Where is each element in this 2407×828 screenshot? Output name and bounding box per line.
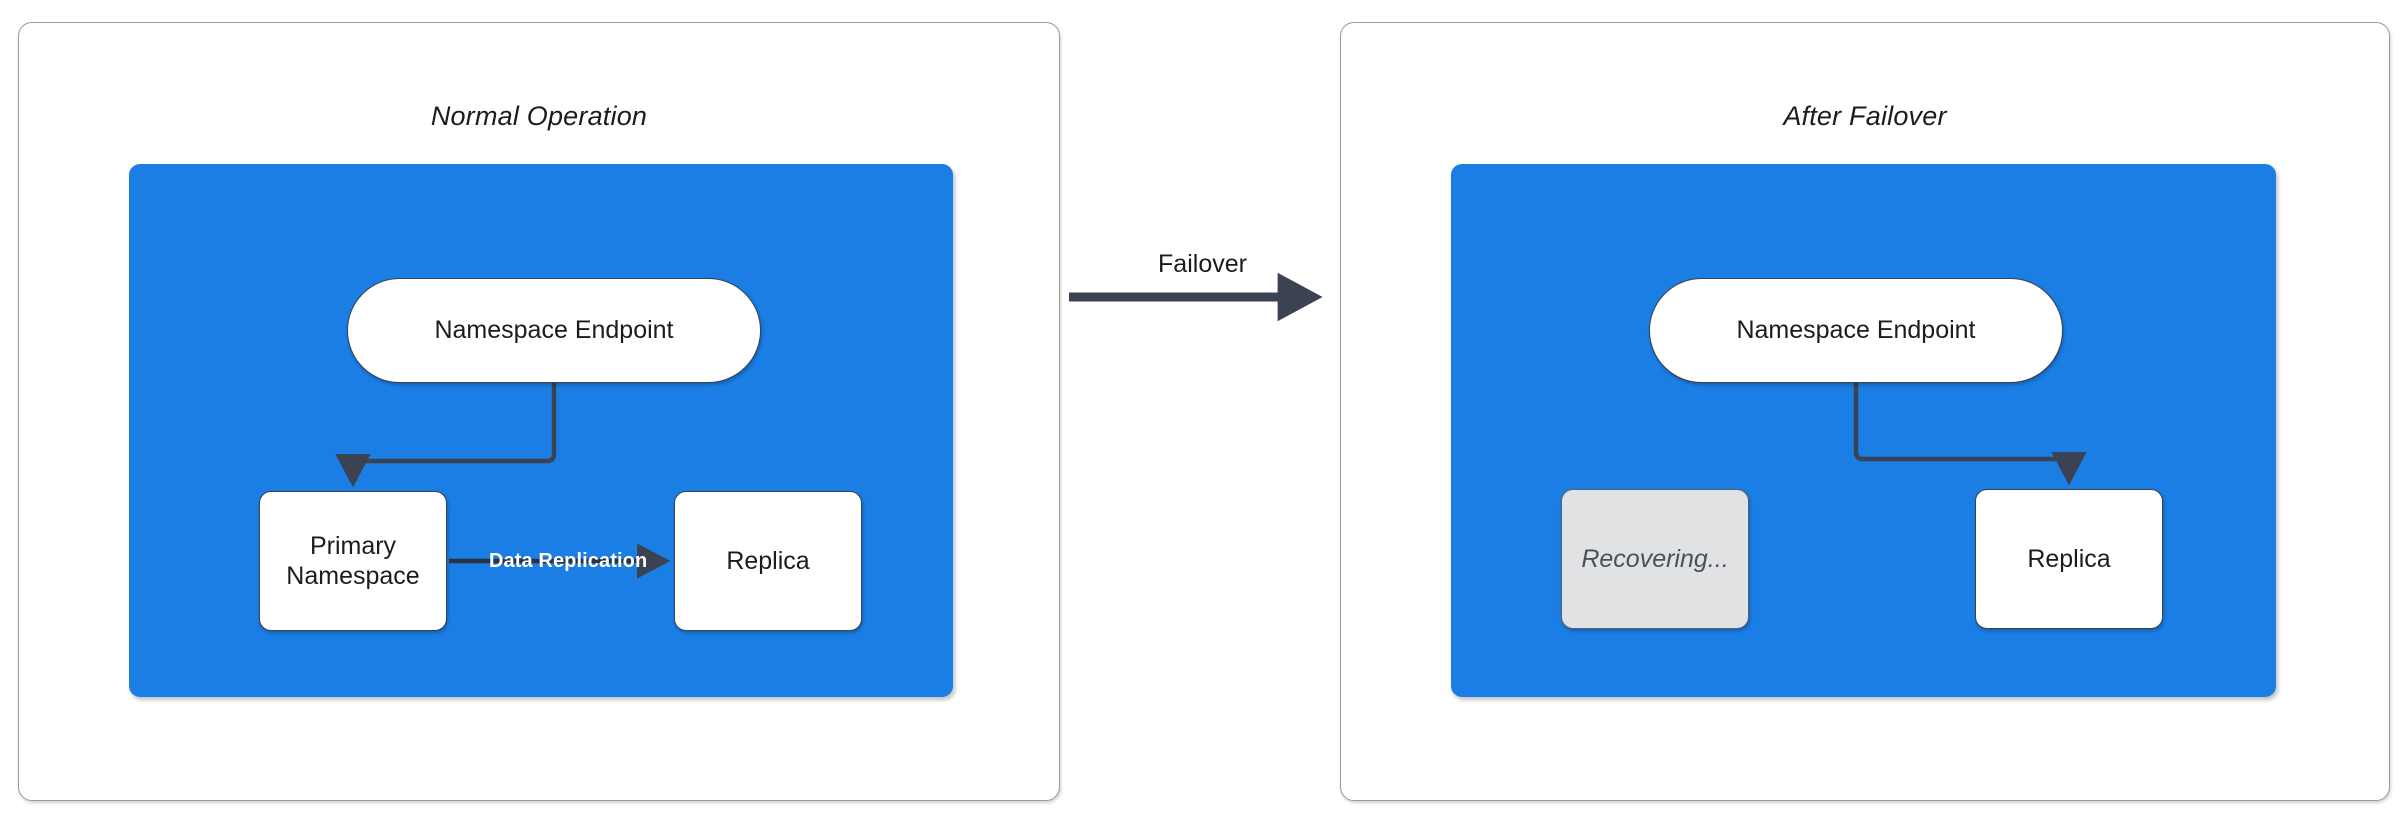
node-primary-namespace[interactable]: Primary Namespace — [259, 491, 447, 631]
edge-endpoint-to-primary — [335, 383, 557, 488]
zone-after-failover: Namespace Endpoint Recovering... Replica — [1451, 164, 2276, 697]
node-label: Replica — [2027, 544, 2111, 573]
node-label: Recovering... — [1581, 544, 1729, 573]
node-replica-normal[interactable]: Replica — [674, 491, 862, 631]
node-recovering[interactable]: Recovering... — [1561, 489, 1749, 629]
node-label-line1: Primary — [309, 531, 397, 560]
node-label-line2: Namespace — [286, 562, 420, 590]
failover-label: Failover — [1158, 250, 1247, 278]
panel-title-after-failover: After Failover — [1783, 101, 1947, 131]
node-label: Namespace Endpoint — [434, 316, 674, 345]
node-namespace-endpoint-normal[interactable]: Namespace Endpoint — [347, 278, 761, 383]
edge-endpoint-to-replica — [1853, 383, 2087, 486]
node-label: Namespace Endpoint — [1736, 316, 1976, 345]
node-namespace-endpoint-failover[interactable]: Namespace Endpoint — [1649, 278, 2063, 383]
failover-transition: Failover — [1060, 250, 1345, 380]
panel-title-normal-operation: Normal Operation — [430, 101, 648, 131]
panel-normal-operation: Normal Operation Data Replication Namesp… — [18, 22, 1060, 801]
node-replica-failover[interactable]: Replica — [1975, 489, 2163, 629]
node-label: Replica — [726, 546, 810, 575]
zone-normal-operation: Data Replication Namespace Endpoint Prim… — [129, 164, 953, 697]
failover-arrow-svg — [1069, 272, 1323, 322]
edge-label-data-replication: Data Replication — [489, 550, 648, 572]
panel-after-failover: After Failover Namespace Endpoint Recove… — [1340, 22, 2390, 801]
node-label-multiline: Primary Namespace — [286, 531, 419, 592]
